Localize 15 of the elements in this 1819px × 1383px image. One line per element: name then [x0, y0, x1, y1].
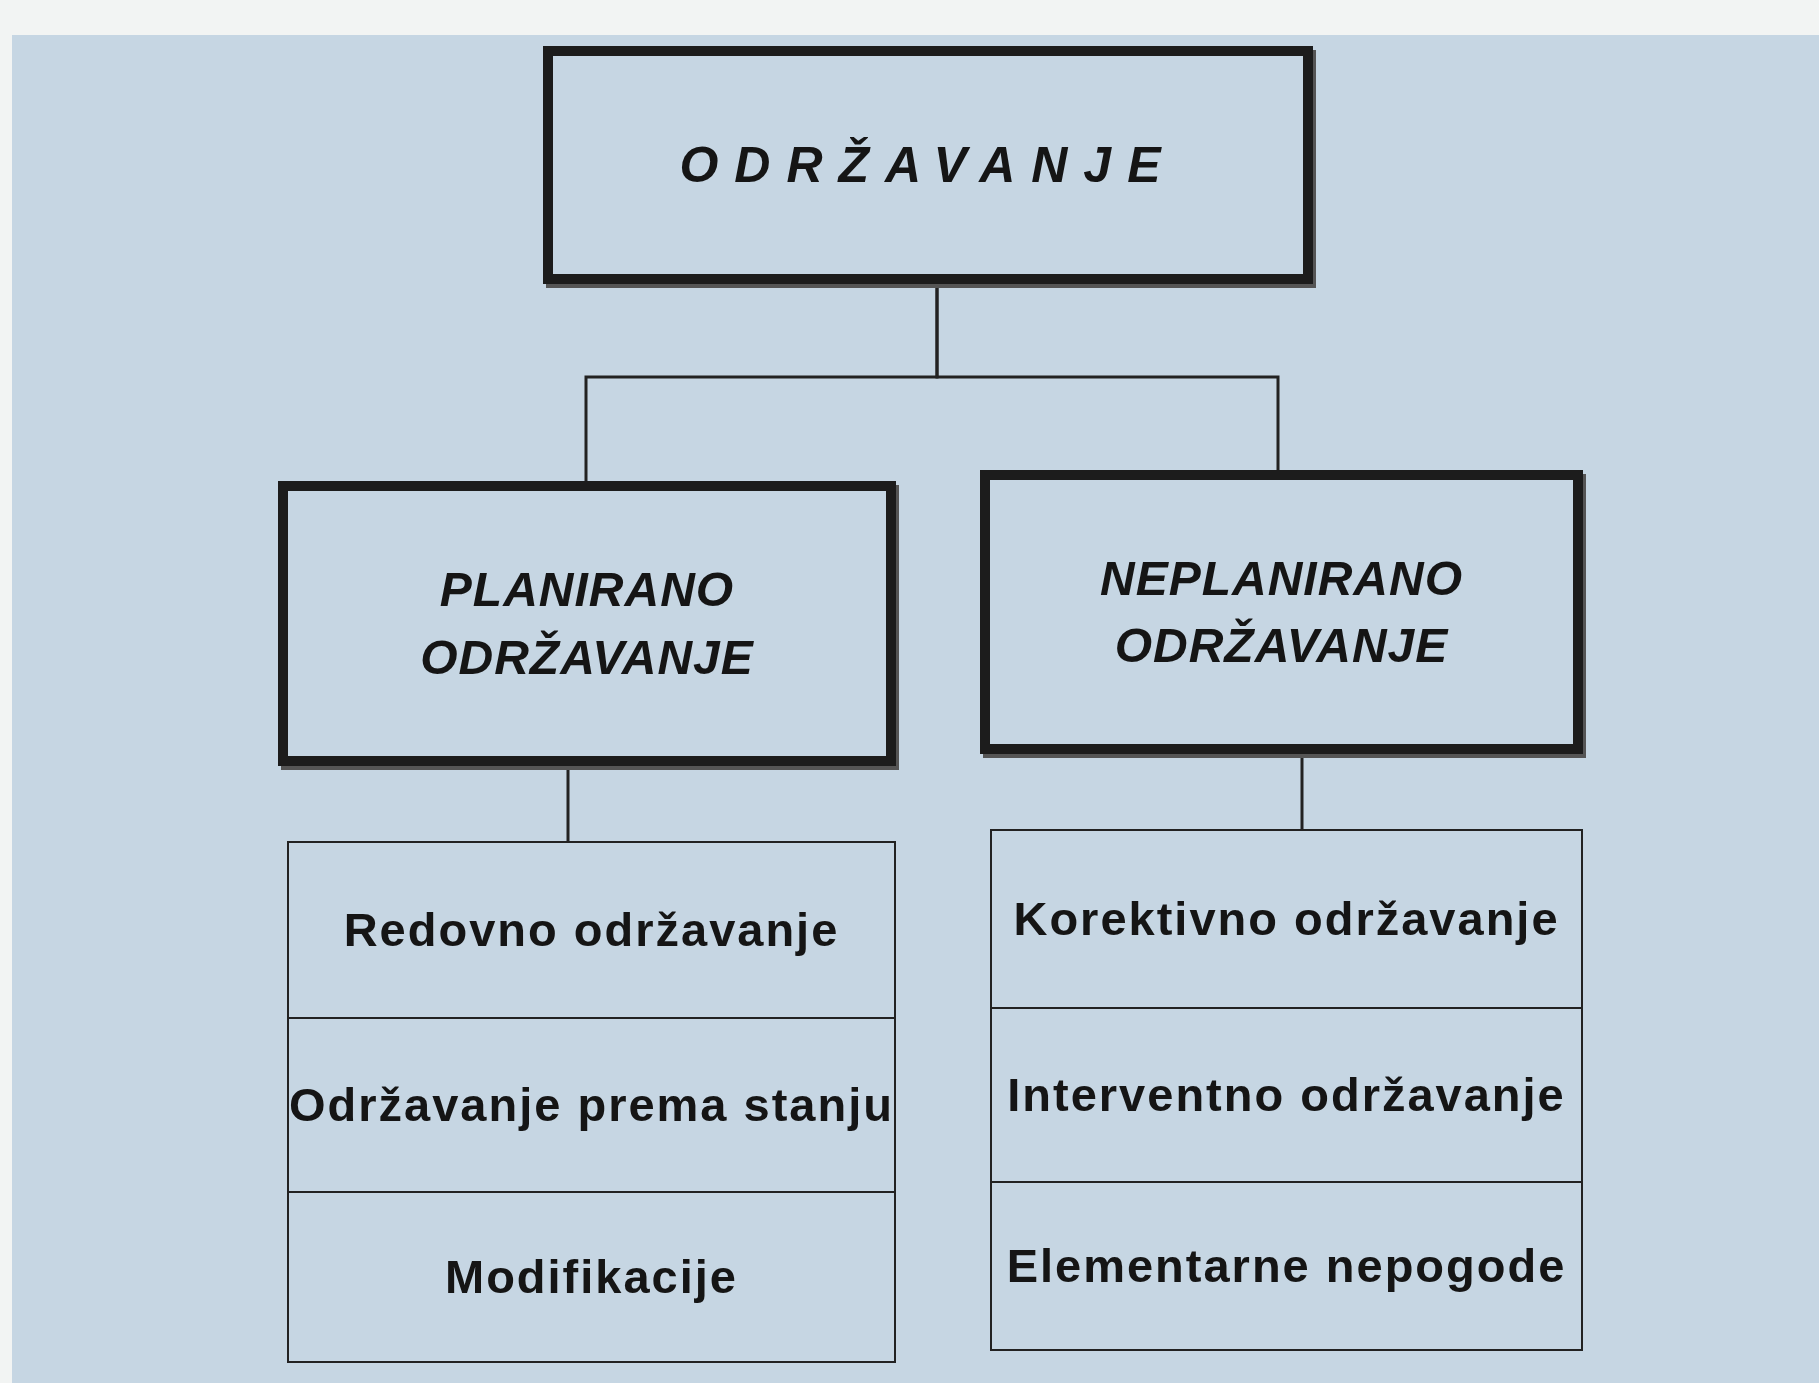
- item-label: Održavanje prema stanju: [289, 1076, 894, 1133]
- category-label: NEPLANIRANO ODRŽAVANJE: [1099, 550, 1464, 674]
- item-label: Modifikacije: [445, 1248, 738, 1305]
- item-label: Redovno održavanje: [343, 901, 840, 958]
- title-text: ODRŽAVANJE: [679, 136, 1177, 194]
- list-cell: [287, 1191, 896, 1363]
- item-label: Interventno održavanje: [1007, 1066, 1566, 1123]
- list-cell: [990, 1007, 1583, 1183]
- item-label: Elementarne nepogode: [1006, 1237, 1567, 1294]
- item-label: Korektivno održavanje: [1013, 890, 1560, 947]
- list-cell: [990, 829, 1583, 1009]
- category-label: PLANIRANO ODRŽAVANJE: [419, 562, 755, 686]
- list-cell: [287, 1017, 896, 1193]
- list-cell: [287, 841, 896, 1019]
- list-cell: [990, 1181, 1583, 1351]
